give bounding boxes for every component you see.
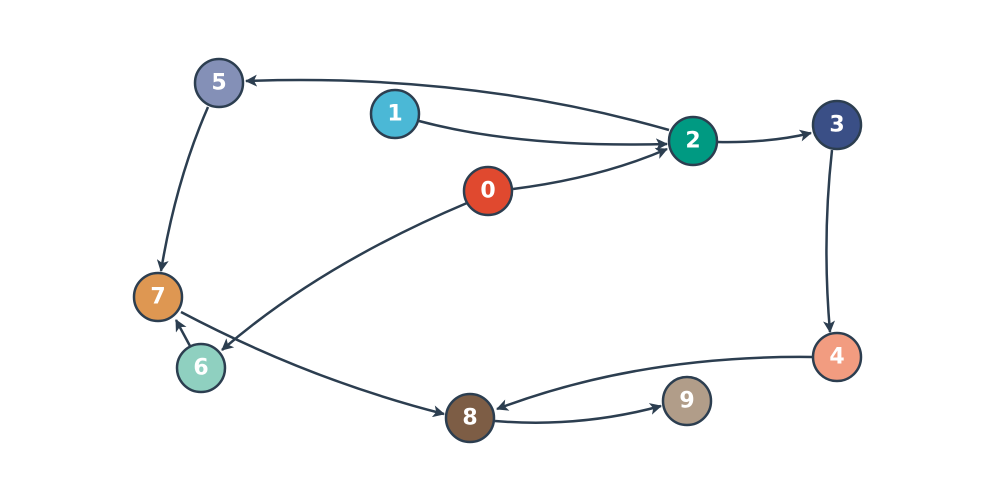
node-1-circle [369, 88, 421, 140]
edge-4-8 [496, 355, 813, 411]
edge-2-5 [245, 74, 670, 132]
edge-5-7 [156, 106, 210, 272]
edge-3-4 [823, 149, 836, 333]
nodes-layer: 0 1 2 3 4 5 6 7 [132, 57, 863, 444]
node-0-circle [462, 165, 514, 217]
edge-0-6 [221, 201, 468, 351]
node-3-label: 3 [829, 113, 844, 138]
node-6-label: 6 [193, 356, 208, 381]
node-1-label: 1 [387, 102, 402, 127]
node-6-circle [175, 342, 227, 394]
node-2[interactable]: 2 [667, 115, 719, 167]
edge-0-2 [512, 147, 668, 191]
node-6[interactable]: 6 [175, 342, 227, 394]
node-2-label: 2 [685, 129, 700, 154]
node-7[interactable]: 7 [132, 271, 184, 323]
node-3[interactable]: 3 [811, 99, 863, 151]
node-7-label: 7 [150, 285, 165, 310]
node-3-circle [811, 99, 863, 151]
node-0[interactable]: 0 [462, 165, 514, 217]
edge-7-8 [180, 310, 445, 418]
node-9[interactable]: 9 [661, 375, 713, 427]
node-8[interactable]: 8 [444, 392, 496, 444]
node-7-circle [132, 271, 184, 323]
edges-layer [156, 74, 836, 424]
node-4[interactable]: 4 [811, 331, 863, 383]
edge-8-9 [494, 403, 662, 424]
node-5-circle [193, 57, 245, 109]
node-0-label: 0 [480, 179, 495, 204]
node-2-circle [667, 115, 719, 167]
node-4-label: 4 [829, 345, 844, 370]
edge-1-2 [418, 119, 668, 151]
edge-2-3 [717, 129, 812, 144]
node-1[interactable]: 1 [369, 88, 421, 140]
node-4-circle [811, 331, 863, 383]
edge-6-7 [174, 319, 192, 347]
node-5-label: 5 [211, 71, 226, 96]
node-9-label: 9 [679, 389, 694, 414]
node-8-circle [444, 392, 496, 444]
node-5[interactable]: 5 [193, 57, 245, 109]
node-8-label: 8 [462, 406, 477, 431]
node-9-circle [661, 375, 713, 427]
